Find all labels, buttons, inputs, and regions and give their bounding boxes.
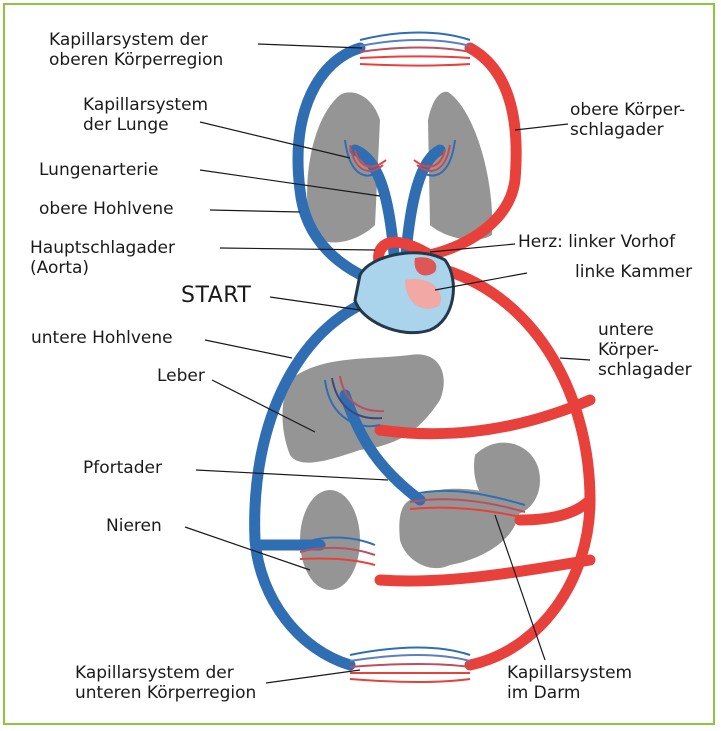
lung-right xyxy=(428,92,492,240)
heart xyxy=(355,253,453,333)
label-start: START xyxy=(181,283,251,309)
label-pulmonary-artery: Lungenarterie xyxy=(39,160,158,180)
label-capillary-lung: Kapillarsystem der Lunge xyxy=(83,95,208,135)
label-inferior-vena-cava: untere Hohlvene xyxy=(31,328,173,348)
leader-upper-artery xyxy=(515,124,568,130)
label-upper-artery: obere Körper- schlagader xyxy=(570,100,685,140)
capillary-upper xyxy=(360,33,470,66)
label-superior-vena-cava: obere Hohlvene xyxy=(39,199,174,219)
label-capillary-lower: Kapillarsystem der unteren Körperregion xyxy=(75,663,256,703)
inferior-vena-cava xyxy=(255,295,385,665)
label-capillary-gut: Kapillarsystem im Darm xyxy=(507,663,632,703)
leader-aorta xyxy=(220,248,375,250)
leader-inferior-vena-cava xyxy=(205,340,292,358)
label-lower-artery: untere Körper- schlagader xyxy=(598,320,692,380)
leader-superior-vena-cava xyxy=(210,210,300,212)
label-kidneys: Nieren xyxy=(106,516,162,536)
label-left-atrium: Herz: linker Vorhof xyxy=(518,232,675,252)
leader-start xyxy=(270,297,360,310)
leader-portal-vein xyxy=(196,470,388,480)
leader-capillary-lower xyxy=(266,670,360,683)
leader-lower-artery xyxy=(560,358,590,360)
label-liver: Leber xyxy=(157,366,205,386)
kidney-artery xyxy=(380,560,590,581)
label-left-ventricle: linke Kammer xyxy=(575,262,692,282)
label-portal-vein: Pfortader xyxy=(83,458,162,478)
capillary-lower xyxy=(350,648,470,683)
label-capillary-upper: Kapillarsystem der oberen Körperregion xyxy=(49,30,223,70)
label-aorta: Hauptschlagader (Aorta) xyxy=(30,238,175,278)
leader-capillary-upper xyxy=(258,44,362,48)
